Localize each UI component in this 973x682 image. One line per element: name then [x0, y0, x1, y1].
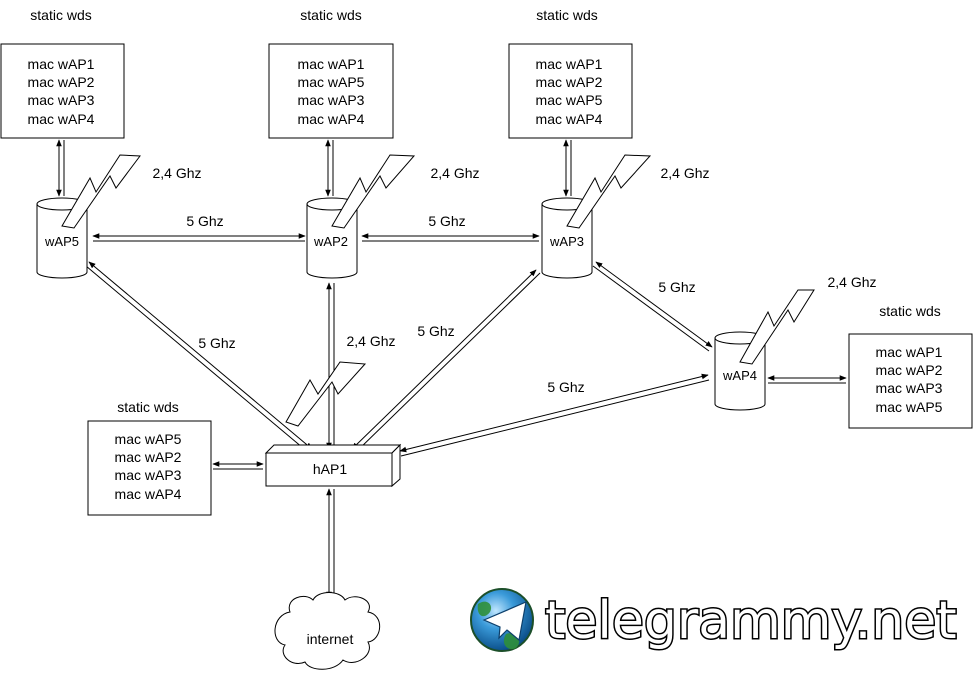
node-hap1: hAP1	[264, 443, 402, 488]
link-label: 5 Ghz	[198, 335, 235, 351]
node-label: wAP2	[313, 234, 348, 249]
wds-mac: mac wAP5	[876, 399, 943, 415]
node-internet: internet	[274, 592, 381, 670]
wds-mac: mac wAP2	[28, 74, 95, 90]
node-label: wAP5	[44, 234, 79, 249]
wds-mac: mac wAP1	[298, 56, 365, 72]
wds-box-wap3: static wds mac wAP1 mac wAP2 mac wAP5 ma…	[508, 7, 633, 139]
wds-mac: mac wAP4	[28, 111, 95, 127]
wds-mac: mac wAP5	[115, 431, 182, 447]
link-label: 5 Ghz	[417, 323, 454, 339]
link-wds-wap3	[563, 139, 572, 197]
radio-label: 2,4 Ghz	[827, 274, 876, 290]
watermark: telegrammy.net	[470, 588, 958, 653]
wds-mac: mac wAP4	[115, 486, 182, 502]
node-label: wAP3	[549, 234, 584, 249]
radio-bolt-wap5	[61, 154, 141, 229]
link-label: 5 Ghz	[186, 213, 223, 229]
link-wds-hap1	[212, 461, 264, 470]
radio-label: 2,4 Ghz	[152, 165, 201, 181]
telegram-globe-icon	[470, 588, 534, 652]
wds-mac: mac wAP2	[115, 449, 182, 465]
watermark-text: telegrammy.net	[545, 591, 957, 651]
wds-mac: mac wAP2	[876, 362, 943, 378]
wds-title: static wds	[117, 399, 178, 415]
connections	[56, 139, 847, 599]
wds-mac: mac wAP3	[28, 92, 95, 108]
link-wap4-hap1	[399, 373, 710, 457]
wds-mac: mac wAP4	[298, 111, 365, 127]
radio-bolt-hap1	[285, 361, 367, 427]
wds-mac: mac wAP3	[876, 380, 943, 396]
link-label: 5 Ghz	[547, 379, 584, 395]
link-wap3-wap4	[592, 261, 713, 352]
link-wap2-hap1	[326, 282, 335, 450]
wds-title: static wds	[536, 7, 597, 23]
node-label: internet	[307, 631, 354, 647]
wds-mac: mac wAP3	[115, 467, 182, 483]
link-hap1-internet	[326, 488, 335, 599]
link-wap5-hap1	[85, 261, 313, 454]
wds-title: static wds	[30, 7, 91, 23]
wds-mac: mac wAP1	[876, 344, 943, 360]
wds-box-wap2: static wds mac wAP1 mac wAP5 mac wAP3 ma…	[268, 7, 394, 139]
wds-mac: mac wAP1	[28, 56, 95, 72]
wds-mac: mac wAP1	[536, 56, 603, 72]
wds-box-wap5: static wds mac wAP1 mac wAP2 mac wAP3 ma…	[0, 7, 125, 139]
wds-title: static wds	[879, 303, 940, 319]
radio-bolt-wap4	[739, 289, 815, 365]
wds-mac: mac wAP4	[536, 111, 603, 127]
wds-mac: mac wAP5	[298, 74, 365, 90]
radio-bolt-wap2	[331, 154, 416, 229]
link-label: 5 Ghz	[428, 213, 465, 229]
link-wap2-wap3	[361, 233, 540, 242]
wds-box-wap4: static wds mac wAP1 mac wAP2 mac wAP3 ma…	[848, 303, 973, 429]
link-wds-wap2	[325, 139, 334, 197]
link-label: 2,4 Ghz	[346, 333, 395, 349]
radio-label: 2,4 Ghz	[660, 165, 709, 181]
node-label: wAP4	[722, 368, 757, 383]
radio-bolt-wap3	[566, 154, 652, 229]
wds-mac: mac wAP3	[298, 92, 365, 108]
wds-box-hap1: static wds mac wAP5 mac wAP2 mac wAP3 ma…	[87, 399, 212, 516]
link-wds-wap5	[56, 139, 65, 197]
link-label: 5 Ghz	[658, 279, 695, 295]
wds-mac: mac wAP5	[536, 92, 603, 108]
link-wap5-wap2	[92, 233, 306, 242]
link-wap3-hap1	[351, 269, 541, 453]
radio-label: 2,4 Ghz	[430, 165, 479, 181]
wds-mac: mac wAP2	[536, 74, 603, 90]
node-label: hAP1	[313, 461, 347, 477]
wds-title: static wds	[300, 7, 361, 23]
link-wds-wap4	[767, 375, 847, 384]
